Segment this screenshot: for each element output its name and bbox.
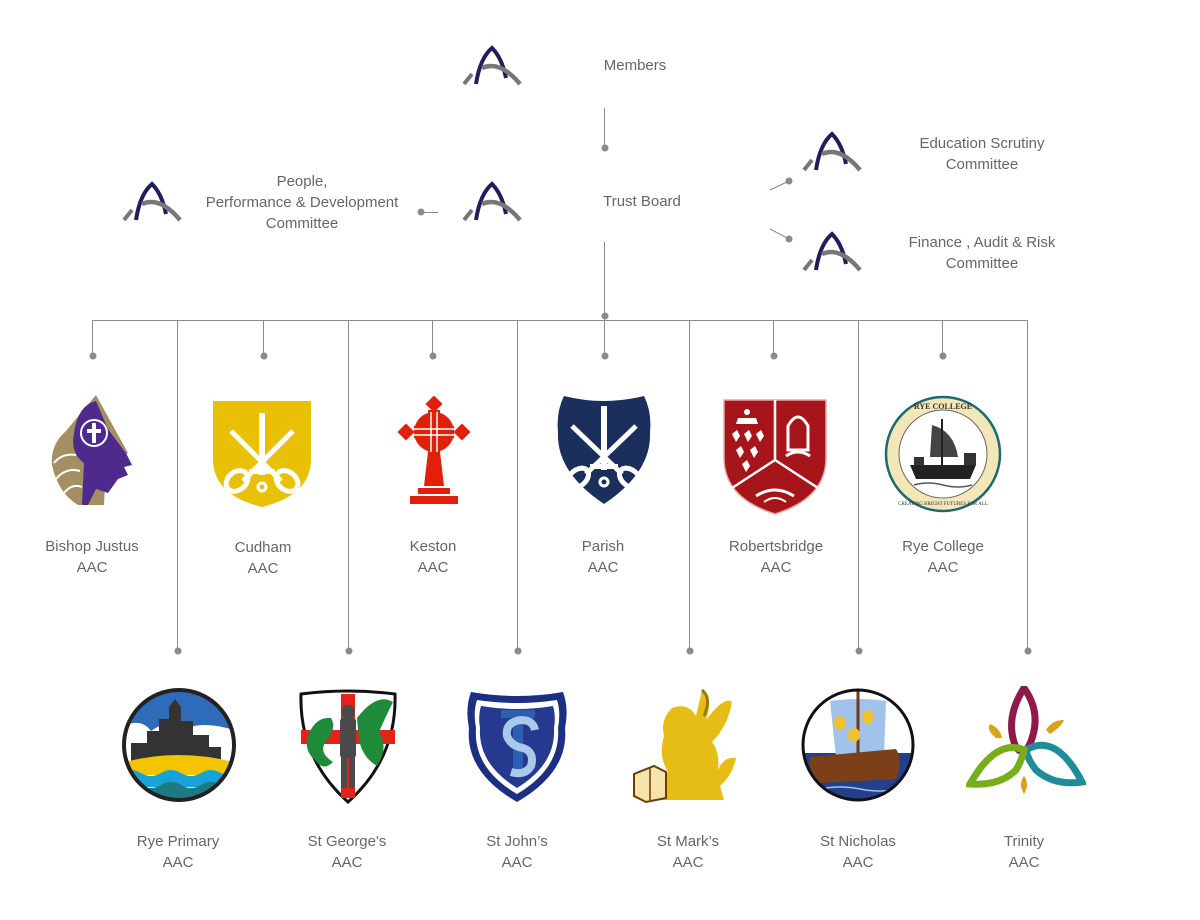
rye-primary-town-circle-icon — [122, 688, 236, 802]
connector-dot — [855, 647, 863, 655]
st-george-knight-dragon-shield-icon — [299, 689, 397, 804]
connector-dot — [429, 352, 437, 360]
trust-arch-logo-icon — [460, 44, 524, 86]
bishop-mitre-crest-icon — [51, 395, 132, 505]
trust-arch-logo-icon — [120, 180, 184, 222]
red-mitre-shield-icon — [723, 399, 827, 515]
row2-drop — [177, 320, 178, 651]
connector-dot — [1024, 647, 1032, 655]
school-name: Trinity AAC — [1003, 833, 1045, 871]
school-name: St John’s AAC — [486, 833, 548, 871]
row2-drop — [1027, 320, 1028, 651]
winged-lion-icon — [633, 688, 736, 804]
school-name: Rye College AAC — [902, 538, 984, 576]
school-name: St Nicholas AAC — [820, 833, 896, 871]
trust-arch-logo-icon — [800, 230, 864, 272]
members-label: Members — [603, 57, 667, 74]
finance-committee-label: Finance , Audit & Risk Committee — [908, 234, 1056, 272]
connector-dot — [939, 352, 947, 360]
education-committee-label: Education Scrutiny Committee — [919, 135, 1045, 173]
row2-drop — [689, 320, 690, 651]
people-committee-label: People, Performance & Development Commit… — [205, 173, 399, 232]
school-name: Cudham AAC — [234, 539, 292, 577]
svg-text:CREATING BRIGHT FUTURES FOR AL: CREATING BRIGHT FUTURES FOR ALL — [898, 502, 988, 507]
connector-dot — [514, 647, 522, 655]
navy-keys-shield-icon — [557, 396, 651, 504]
school-name: Keston AAC — [409, 538, 457, 576]
finance-committee-connector — [769, 228, 793, 243]
connector-dot — [345, 647, 353, 655]
school-name: St Mark’s AAC — [656, 833, 720, 871]
members-connector — [604, 108, 605, 148]
trust-board-label: Trust Board — [603, 193, 681, 210]
row2-drop — [348, 320, 349, 651]
row1-drop — [92, 320, 93, 356]
rye-college-ship-seal-icon: RYE COLLEGE CREATING BRIGHT FUTURES FOR … — [884, 395, 1002, 513]
svg-text:RYE COLLEGE: RYE COLLEGE — [914, 402, 972, 411]
st-johns-js-shield-icon — [467, 692, 567, 802]
connector-dot — [770, 352, 778, 360]
sailing-ship-circle-icon — [801, 688, 915, 802]
connector-dot — [601, 144, 609, 152]
trinity-leaves-icon — [966, 686, 1086, 794]
red-celtic-cross-icon — [397, 396, 471, 504]
connector-dot — [260, 352, 268, 360]
school-name: Robertsbridge AAC — [728, 538, 824, 576]
row1-drop — [773, 320, 774, 356]
trust-arch-logo-icon — [460, 180, 524, 222]
row1-drop — [263, 320, 264, 356]
school-name: St George's AAC — [307, 833, 387, 871]
row2-drop — [517, 320, 518, 651]
row1-drop — [942, 320, 943, 356]
trust-arch-logo-icon — [800, 130, 864, 172]
row1-drop — [604, 320, 605, 356]
schools-branch-line — [92, 320, 1028, 321]
connector-dot — [174, 647, 182, 655]
education-committee-connector — [769, 177, 793, 191]
people-committee-connector — [421, 212, 438, 213]
school-name: Parish AAC — [581, 538, 625, 576]
school-name: Rye Primary AAC — [136, 833, 220, 871]
connector-dot — [89, 352, 97, 360]
row2-drop — [858, 320, 859, 651]
row1-drop — [432, 320, 433, 356]
trust-board-trunk — [604, 242, 605, 320]
connector-dot — [686, 647, 694, 655]
connector-dot — [601, 312, 609, 320]
yellow-keys-shield-icon — [213, 401, 311, 507]
school-name: Bishop Justus AAC — [45, 538, 139, 576]
connector-dot — [601, 352, 609, 360]
